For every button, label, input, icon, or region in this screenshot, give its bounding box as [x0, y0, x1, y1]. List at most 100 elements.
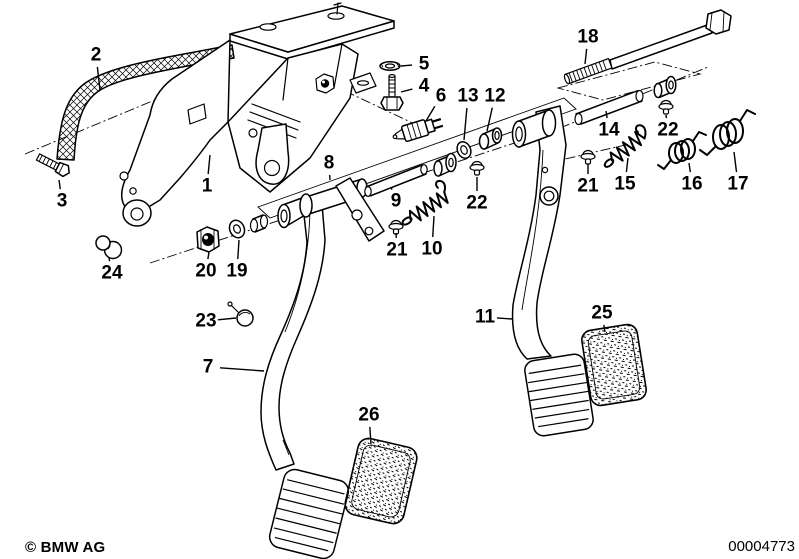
part-23-clip [227, 301, 254, 327]
callout-6-label: 6 [436, 86, 447, 107]
bushing-right-of-tube9 [433, 152, 457, 177]
shaft-lever [335, 177, 385, 242]
callout-10-leader [432, 215, 435, 238]
part-21-stop-buffer [388, 219, 404, 235]
part-10-return-spring [401, 179, 449, 226]
callout-21-label: 21 [577, 176, 599, 197]
callout-1-label: 1 [202, 176, 213, 197]
part-20-nut [196, 226, 220, 253]
callout-8-label: 8 [324, 153, 335, 174]
callout-2-leader [96, 66, 101, 91]
callout-25-leader [603, 324, 606, 333]
part-21-stop-buffer [580, 149, 596, 165]
lever-hole [351, 209, 363, 221]
part-22-stop-buffer [658, 99, 674, 115]
callout-14-leader [605, 110, 608, 119]
part-4-bolt [380, 73, 404, 111]
callout-3-label: 3 [57, 191, 68, 212]
part-13-washer [456, 141, 472, 159]
callout-17-leader [733, 151, 738, 173]
pedal-11-pad [524, 353, 594, 437]
bracket-foot-hole [130, 207, 144, 221]
part-12-bushing [478, 127, 503, 150]
pedal-7-pad [268, 468, 350, 559]
part-22-stop-buffer [469, 160, 485, 176]
callout-24-leader [108, 257, 111, 262]
callout-7-leader [219, 367, 265, 372]
callout-5-label: 5 [419, 54, 430, 75]
callout-1-leader [207, 154, 211, 175]
callout-5-leader [400, 64, 413, 67]
part-3-screw [35, 153, 70, 178]
pedal-11-lower-bore [543, 190, 555, 202]
callout-17-label: 17 [727, 174, 748, 195]
callout-11-label: 11 [475, 307, 496, 328]
callout-23-leader [217, 317, 237, 321]
plate-hole [327, 12, 345, 20]
callout-15-leader [625, 157, 629, 173]
bracket-tab-slot [356, 80, 370, 86]
callout-13-leader [463, 107, 468, 141]
callout-26-label: 26 [358, 405, 379, 426]
callout-6-leader [425, 105, 436, 122]
callout-19-leader [237, 239, 240, 260]
part-8-pedal-shaft [277, 177, 385, 242]
part-7-clutch-pedal [260, 203, 326, 471]
part-16-torsion-spring [657, 131, 707, 170]
callout-18-label: 18 [577, 27, 598, 48]
bracket-top-plate [229, 5, 395, 53]
welded-nut-bore [320, 79, 330, 88]
callout-23-label: 23 [195, 311, 216, 332]
part-5-washer [379, 61, 401, 71]
pivot-bushing-small [249, 214, 269, 233]
part-6-switch [392, 117, 444, 142]
callout-16-label: 16 [681, 174, 702, 195]
plate-hole [259, 23, 277, 31]
bracket-hanger-hole [263, 159, 281, 177]
boss-bore [280, 209, 288, 223]
callout-19-label: 19 [226, 261, 247, 282]
pedal-11-dimple [541, 166, 549, 174]
bracket-flange-hole [129, 187, 137, 195]
document-number: 00004773 [728, 538, 795, 555]
pedal-11-arm [511, 105, 567, 360]
callout-4-leader [400, 88, 413, 93]
part-11-brake-pedal [511, 105, 567, 360]
bracket-left-wall [120, 39, 231, 215]
callout-26-leader [369, 426, 372, 445]
callout-9-label: 9 [391, 191, 402, 212]
boss-face [299, 193, 313, 218]
welded-nut-highlight [322, 80, 325, 84]
part-9-spacer-tube [364, 164, 428, 197]
callout-24-label: 24 [101, 263, 123, 284]
pedal-11-boss-face [541, 109, 557, 137]
bushing-right-of-tube14 [653, 75, 677, 99]
pedal-7-contour [282, 209, 311, 456]
callout-22-label: 22 [466, 193, 487, 214]
part-1-pedal-bracket [119, 2, 395, 227]
stud-pin [333, 2, 342, 15]
part-14-spacer-tube [574, 89, 644, 126]
part-17-torsion-spring [699, 109, 756, 156]
part-24-plug [95, 235, 123, 260]
callout-25-label: 25 [591, 303, 613, 324]
bracket-wall-slot [187, 103, 207, 125]
callout-20-label: 20 [195, 261, 216, 282]
pedal-11-boss-bore [515, 126, 523, 142]
part-15-return-spring [603, 124, 647, 168]
callout-10-label: 10 [421, 239, 442, 260]
callout-7-label: 7 [203, 357, 214, 378]
callout-9-leader [390, 186, 393, 190]
lever-hole [364, 226, 374, 236]
bracket-fold-lines [282, 43, 343, 101]
center-line-stop-axis [547, 141, 639, 164]
switch-pins [431, 117, 444, 130]
callout-12-label: 12 [484, 86, 505, 107]
bracket-face-hole [248, 128, 258, 138]
callout-12-leader [486, 107, 494, 132]
part-19-washer [228, 219, 246, 239]
callout-4-label: 4 [419, 76, 430, 97]
callout-22-label: 22 [657, 120, 678, 141]
